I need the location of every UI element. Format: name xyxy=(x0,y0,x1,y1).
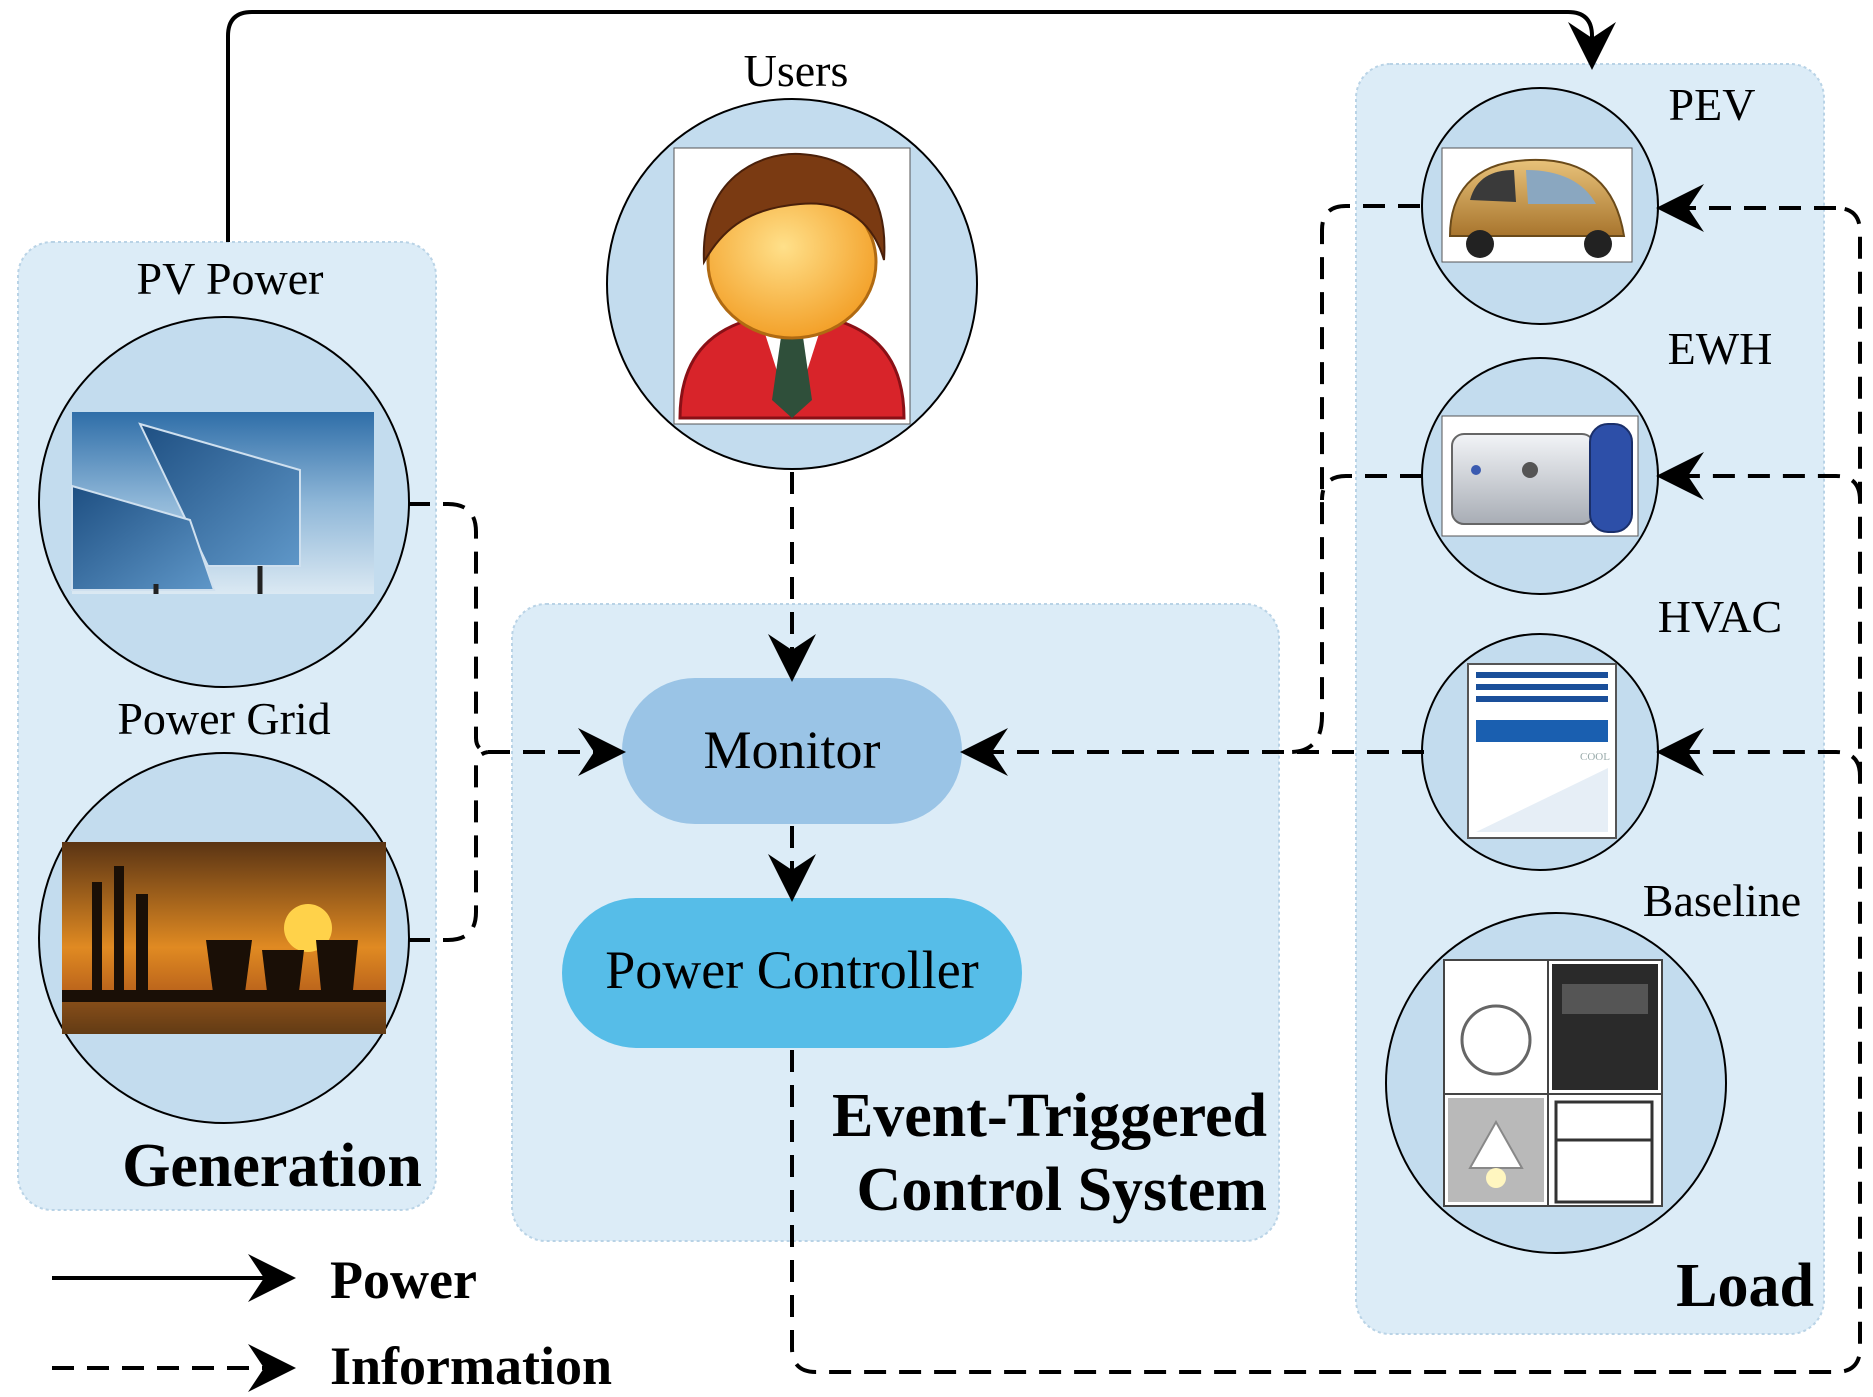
baseline-node: Baseline xyxy=(1385,875,1801,1254)
info-arrow-controller-to-loads xyxy=(790,206,1862,1374)
monitor-label: Monitor xyxy=(703,720,880,780)
oven-icon xyxy=(1552,964,1658,1090)
users-label: Users xyxy=(744,45,849,96)
pev-label: PEV xyxy=(1669,79,1756,130)
power-arrow-pv-to-pev xyxy=(226,10,1616,242)
users-node: Users xyxy=(606,45,978,470)
ewh-label: EWH xyxy=(1668,323,1773,374)
baseline-label: Baseline xyxy=(1643,875,1801,926)
pev-node: PEV xyxy=(1421,79,1756,325)
control-system-title-line1: Event-Triggered xyxy=(832,1082,1267,1150)
appliances-icon xyxy=(1443,959,1663,1207)
info-arrow-control-to-ewh xyxy=(1656,452,1862,501)
pv-power-node: PV Power xyxy=(38,253,410,688)
ewh-node: EWH xyxy=(1421,323,1773,595)
legend-power-label: Power xyxy=(330,1250,477,1310)
power-controller-label: Power Controller xyxy=(605,940,978,1000)
hvac-mode-text: COOL xyxy=(1580,751,1610,763)
info-arrow-grid-to-monitor xyxy=(408,750,489,942)
control-system-title-line2: Control System xyxy=(857,1156,1267,1224)
power-grid-node: Power Grid xyxy=(38,693,410,1124)
water-heater-icon xyxy=(1441,415,1639,537)
air-conditioner-icon: COOL xyxy=(1467,663,1617,839)
info-arrow-pv-to-monitor xyxy=(408,502,489,754)
washing-machine-icon xyxy=(1460,1004,1532,1076)
solar-panel-icon xyxy=(71,412,374,594)
load-title: Load xyxy=(1676,1252,1814,1320)
info-arrow-control-to-hvac xyxy=(1656,728,1862,777)
info-arrow-pev-to-bus xyxy=(1289,204,1420,754)
user-avatar-icon xyxy=(673,147,911,425)
pv-power-label: PV Power xyxy=(136,253,323,304)
legend-information-label: Information xyxy=(330,1336,612,1396)
power-grid-label: Power Grid xyxy=(117,693,330,744)
electric-car-icon xyxy=(1441,147,1633,263)
info-arrow-ewh-to-bus xyxy=(1320,474,1422,501)
power-plant-icon xyxy=(62,842,386,1034)
generation-title: Generation xyxy=(122,1132,422,1200)
power-controller-node: Power Controller xyxy=(562,898,1022,1048)
refrigerator-icon xyxy=(1554,1100,1654,1204)
hvac-label: HVAC xyxy=(1658,591,1782,642)
monitor-node: Monitor xyxy=(622,678,962,824)
hvac-node: COOL HVAC xyxy=(1421,591,1782,871)
legend: Power Information xyxy=(52,1250,612,1396)
